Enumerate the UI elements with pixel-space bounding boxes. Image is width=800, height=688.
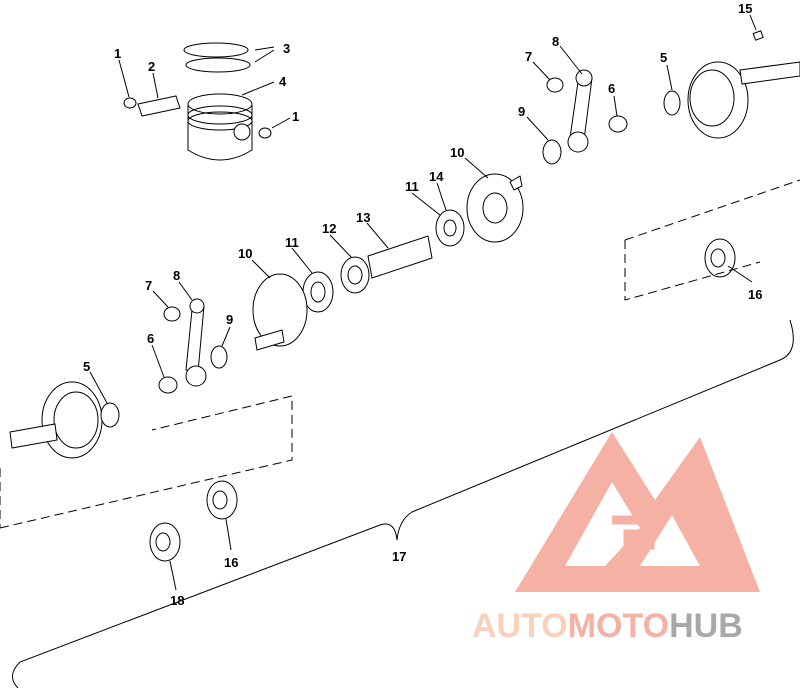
bearing-11b: [302, 271, 334, 313]
callout-8a: 8: [552, 34, 559, 49]
callout-11a: 11: [405, 179, 419, 194]
piston-body: [187, 105, 253, 161]
piston-ring-lower: [185, 57, 251, 73]
callout-8b: 8: [173, 268, 180, 283]
center-shaft-13: [367, 235, 433, 279]
needle-bearing-7a: [546, 77, 564, 93]
watermark-triangle-mark: [515, 432, 760, 592]
callout-5b: 5: [83, 359, 90, 374]
callout-9a: 9: [518, 104, 525, 119]
flywheel-center-10a: [466, 173, 524, 243]
key-15: [752, 30, 764, 41]
piston-ring-upper: [183, 42, 249, 58]
crank-half-left: [9, 381, 120, 459]
callout-16b: 16: [224, 555, 238, 570]
conrod-top: [569, 77, 593, 141]
circlip-right: [258, 127, 272, 139]
callout-15: 15: [738, 1, 752, 16]
seal-18: [149, 522, 181, 562]
piston-pin: [137, 95, 181, 117]
washer-left-5: [100, 402, 120, 428]
flywheel-center-10b: [252, 273, 308, 347]
conrod-left: [185, 305, 205, 373]
callout-6a: 6: [608, 81, 615, 96]
callout-17: 17: [392, 549, 406, 564]
callout-9b: 9: [226, 312, 233, 327]
center-shaft-assembly: [252, 173, 524, 351]
callout-6b: 6: [147, 331, 154, 346]
callout-4: 4: [279, 74, 287, 89]
watermark-logo: AUTOMOTOHUB: [472, 432, 760, 645]
callout-1a: 1: [114, 46, 121, 61]
thrust-washer-9a: [542, 139, 562, 165]
assembly-boundary-lines: [0, 179, 800, 529]
bracket-17: [12, 319, 794, 688]
callout-10a: 10: [450, 145, 464, 160]
bearing-14: [435, 209, 465, 247]
watermark-word-hub: HUB: [669, 607, 743, 645]
bearing-6a: [608, 115, 628, 133]
callout-7b: 7: [145, 278, 152, 293]
callout-16a: 16: [748, 287, 762, 302]
crank-stub-right: [739, 61, 800, 85]
callout-12: 12: [322, 221, 336, 236]
circlip-left: [123, 97, 137, 109]
seal-16-right: [704, 238, 736, 278]
flywheel-right: [687, 61, 749, 139]
conrod-group-left: [158, 298, 228, 394]
watermark-word-moto: MOTO: [568, 607, 669, 645]
callout-13: 13: [356, 210, 370, 225]
needle-bearing-7b: [163, 306, 181, 322]
crank-stub-left: [9, 423, 58, 449]
bearing-6b: [158, 376, 178, 394]
leader-lines: [89, 14, 757, 591]
callout-3: 3: [283, 41, 290, 56]
washer-right-5: [663, 90, 681, 116]
callout-18: 18: [170, 593, 184, 608]
callout-1b: 1: [292, 109, 299, 124]
callout-10b: 10: [238, 246, 252, 261]
callout-5a: 5: [660, 50, 667, 65]
seal-16-left: [206, 480, 238, 520]
watermark-spiral-mark: [612, 515, 655, 550]
callout-7a: 7: [525, 49, 532, 64]
piston-crown: [187, 93, 253, 115]
watermark-word-auto: AUTO: [472, 607, 568, 645]
callout-labels: 1 2 3 4 1 15 8 7 5 6 9 10 11 14 13 12 11…: [83, 1, 762, 608]
piston-pin-boss: [233, 123, 251, 141]
thrust-washer-9b: [210, 345, 228, 369]
callout-14: 14: [429, 169, 444, 184]
seal-12: [340, 256, 370, 294]
callout-2: 2: [148, 59, 155, 74]
callout-11b: 11: [285, 235, 299, 250]
piston-group: [123, 42, 272, 161]
crank-half-right: [542, 30, 800, 165]
svg-text:AUTOMOTOHUB: AUTOMOTOHUB: [472, 607, 743, 645]
flywheel-left: [41, 381, 103, 459]
